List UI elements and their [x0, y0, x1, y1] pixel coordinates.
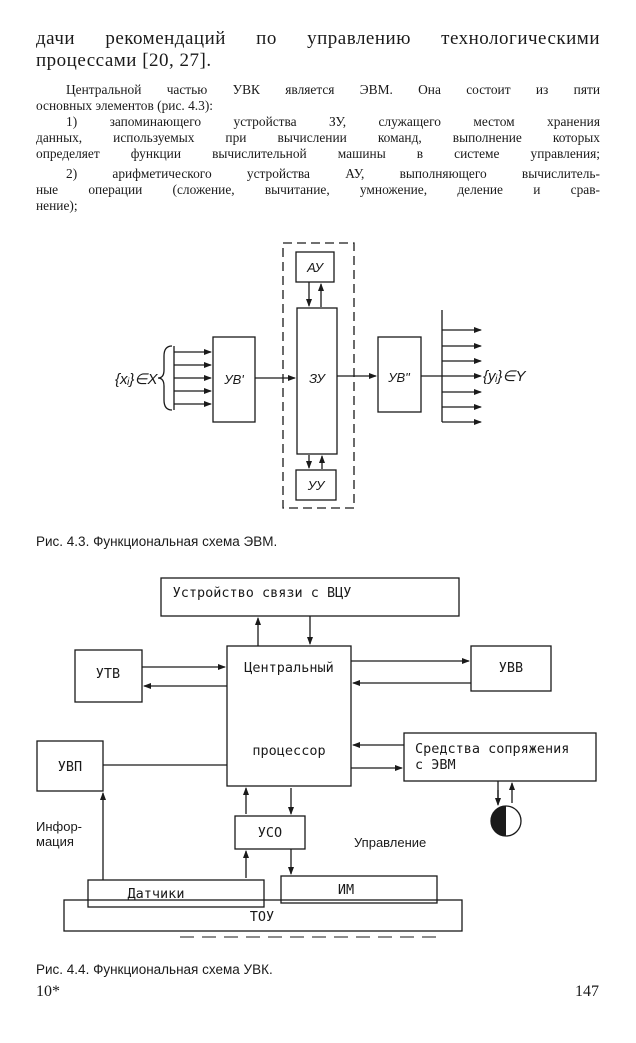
- uso-box: [234, 815, 306, 850]
- cpu-box: [226, 645, 352, 787]
- text-line-2: процессами [20, 27].: [36, 50, 212, 71]
- uvv-box: [470, 645, 552, 692]
- cpu-label-top: Центральный: [244, 660, 333, 676]
- interface-label-2: с ЭВМ: [415, 757, 456, 773]
- output-set-label: {yᵢ}∈Y: [483, 368, 526, 385]
- interface-label-1: Средства сопряжения: [415, 741, 569, 757]
- utv-box: [74, 649, 143, 703]
- item1-line-1: 1) запоминающего устройства ЗУ, служащег…: [66, 114, 600, 129]
- footer-signature: 10*: [36, 983, 60, 1000]
- uso-label: УСО: [258, 825, 282, 841]
- input-set-label: {xᵢ}∈X: [115, 371, 158, 388]
- cpu-label-bottom: процессор: [252, 743, 325, 759]
- item1-line-2: данных, используемых при вычислении кома…: [36, 130, 600, 145]
- zu-box: [296, 307, 338, 455]
- uvp-box: [36, 740, 104, 792]
- figure-4-4: [36, 577, 597, 938]
- uv-out-box: [377, 336, 422, 413]
- uvp-label: УВП: [58, 759, 82, 775]
- vcu-label: Устройство связи с ВЦУ: [173, 585, 352, 601]
- text-line-1: дачи рекомендаций по управлению технолог…: [36, 28, 600, 49]
- uv-out-label: УВ": [387, 370, 411, 385]
- item2-line-1: 2) арифметического устройства АУ, выполн…: [66, 166, 600, 181]
- uv-in-box: [212, 336, 256, 423]
- para1-line-2: основных элементов (рис. 4.3):: [36, 98, 213, 113]
- im-box: [280, 875, 438, 904]
- sensors-label: Датчики: [128, 886, 185, 902]
- au-label: АУ: [306, 260, 325, 275]
- item2-line-2: ные операции (сложение, вычитание, умнож…: [36, 182, 600, 197]
- uvv-label: УВВ: [499, 660, 523, 676]
- uu-box: [295, 469, 337, 501]
- tou-box: [63, 899, 463, 932]
- figure-4-3: [157, 242, 482, 509]
- au-box: [295, 251, 335, 283]
- figure-4-3-caption: Рис. 4.3. Функциональная схема ЭВМ.: [36, 534, 278, 549]
- zu-label: ЗУ: [309, 371, 326, 386]
- para1-line-1: Центральной частью УВК является ЭВМ. Она…: [66, 82, 600, 97]
- input-brace: [157, 345, 173, 411]
- info-label-2: мация: [36, 834, 74, 849]
- interface-box: [403, 732, 597, 782]
- sensors-box: [87, 879, 265, 908]
- figure-4-4-caption: Рис. 4.4. Функциональная схема УВК.: [36, 962, 273, 977]
- info-label-1: Инфор-: [36, 819, 82, 834]
- operator-icon: [490, 805, 522, 837]
- tou-label: ТОУ: [250, 909, 274, 925]
- uu-label: УУ: [307, 478, 326, 493]
- item1-line-3: определяет функции вычислительной машины…: [36, 146, 600, 161]
- page-number: 147: [575, 983, 599, 1000]
- utv-label: УТВ: [96, 666, 120, 682]
- im-label: ИМ: [338, 882, 354, 898]
- control-label: Управление: [354, 835, 426, 850]
- uv-in-label: УВ': [223, 372, 244, 387]
- item2-line-3: нение);: [36, 198, 78, 213]
